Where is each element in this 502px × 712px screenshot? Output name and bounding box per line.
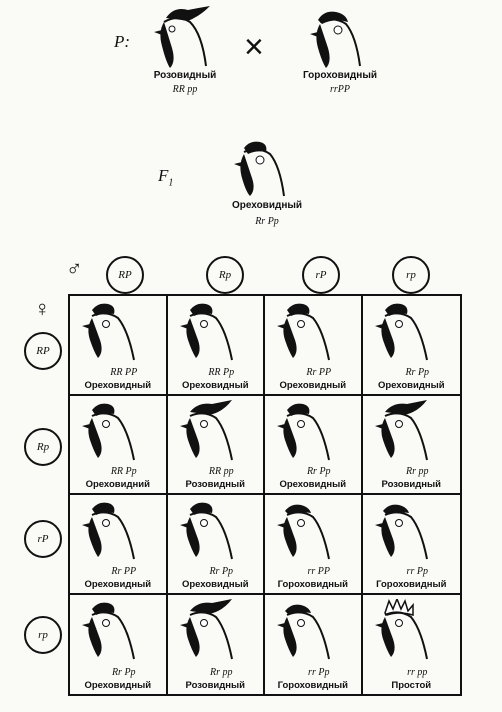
cell-genotype: RR PP	[110, 366, 138, 378]
female-symbol: ♀	[34, 296, 51, 321]
cell-phenotype: Ореховидный	[84, 578, 152, 590]
female-gamete-4: rp	[24, 616, 62, 654]
walnut-comb-head-icon	[277, 403, 330, 460]
male-symbol: ♂	[66, 256, 83, 281]
rose-comb-head-icon	[179, 399, 233, 460]
p-label: P:	[114, 32, 131, 51]
single-comb-head-icon	[374, 598, 428, 659]
cell-genotype: Rr PP	[306, 366, 332, 378]
cell-genotype: Rr Pp	[306, 466, 331, 477]
parent-left-name: Розовидный	[153, 70, 217, 81]
rose-comb-head-icon	[374, 399, 428, 460]
f1-letter: F	[158, 166, 169, 185]
cell-genotype: rr Pp	[308, 667, 330, 678]
walnut-comb-head-icon	[82, 403, 135, 460]
female-gamete-3: rP	[24, 520, 62, 558]
walnut-comb-head-icon	[374, 303, 428, 361]
pea-comb-head-icon	[277, 604, 330, 659]
male-gamete-1: RP	[106, 256, 144, 294]
cell-phenotype: Ореховидный	[181, 379, 249, 391]
punnett-cell: Rr Pp Ореховидный	[265, 395, 363, 495]
cell-phenotype: Розовидный	[185, 479, 245, 490]
cell-phenotype: Гороховидный	[277, 680, 348, 691]
cell-phenotype: Гороховидный	[277, 578, 348, 590]
punnett-cell: rr Pp Гороховидный	[265, 594, 363, 694]
punnett-cell: Rr Pp Ореховидный	[70, 594, 168, 694]
punnett-cell: rr pp Простой	[363, 595, 461, 695]
rose-comb-rooster-head	[154, 6, 210, 68]
f1-genotype: Rr Pp	[255, 216, 279, 227]
walnut-comb-head-icon	[82, 502, 135, 560]
punnett-cell: Rr pp Розовидный	[168, 594, 265, 694]
cell-phenotype: Гороховидный	[376, 578, 447, 590]
cell-genotype: Rr pp	[406, 466, 429, 477]
cell-genotype: RR pp	[208, 466, 234, 477]
cell-phenotype: Розовидный	[381, 479, 441, 490]
cross-symbol: ×	[244, 28, 264, 66]
punnett-cell: Rr pp Розовидный	[362, 396, 460, 495]
parent-right-name: Гороховидный	[302, 70, 378, 81]
punnett-cell: RR pp Розовидный	[167, 395, 265, 495]
walnut-comb-head-icon	[179, 502, 233, 560]
pea-comb-rooster-head	[310, 11, 361, 68]
f1-subscript: 1	[168, 177, 174, 189]
cell-genotype: RR Pp	[110, 466, 137, 477]
male-gamete-4: rp	[392, 256, 430, 294]
cell-genotype: Rr Pp	[111, 667, 136, 678]
f1-name: Ореховидный	[231, 200, 303, 211]
cell-genotype: Rr Pp	[209, 565, 234, 577]
cell-genotype: RR Pp	[208, 366, 235, 378]
f1-label: F1	[158, 166, 173, 188]
rose-comb-head-icon	[179, 598, 233, 659]
cell-phenotype: Ореховидный	[84, 379, 152, 391]
cell-phenotype: Розовидный	[185, 680, 245, 691]
cell-genotype: Rr pp	[210, 667, 233, 678]
walnut-comb-rooster-head	[234, 141, 285, 197]
walnut-comb-head-icon	[82, 303, 135, 361]
cell-genotype: Rr Pp	[405, 366, 430, 378]
cell-phenotype: Ореховидный	[279, 479, 347, 490]
cell-phenotype: Простой	[391, 680, 432, 691]
parent-left-genotype: RR pp	[172, 84, 198, 95]
female-gamete-1: RP	[24, 332, 62, 370]
cell-genotype: Rr PP	[111, 565, 137, 577]
male-gamete-3: rP	[302, 256, 340, 294]
male-gamete-2: Rp	[206, 256, 244, 294]
cell-phenotype: Ореховидный	[279, 379, 347, 391]
female-gamete-2: Rp	[24, 428, 62, 466]
pea-comb-head-icon	[374, 504, 428, 560]
cell-phenotype: Ореховидный	[377, 379, 445, 391]
parent-right-genotype: rrPP	[330, 84, 350, 95]
walnut-comb-head-icon	[179, 303, 233, 361]
cell-genotype: rr Pp	[406, 565, 428, 577]
pea-comb-head-icon	[277, 504, 330, 560]
cell-genotype: rr pp	[407, 667, 428, 678]
walnut-comb-head-icon	[277, 303, 330, 361]
cell-phenotype: Ореховидний	[85, 479, 150, 490]
cell-phenotype: Ореховидный	[181, 578, 249, 590]
punnett-cell: RR Pp Ореховидний	[70, 395, 168, 495]
cell-phenotype: Ореховидный	[84, 680, 152, 691]
cell-genotype: rr PP	[307, 565, 331, 577]
walnut-comb-head-icon	[82, 602, 135, 659]
